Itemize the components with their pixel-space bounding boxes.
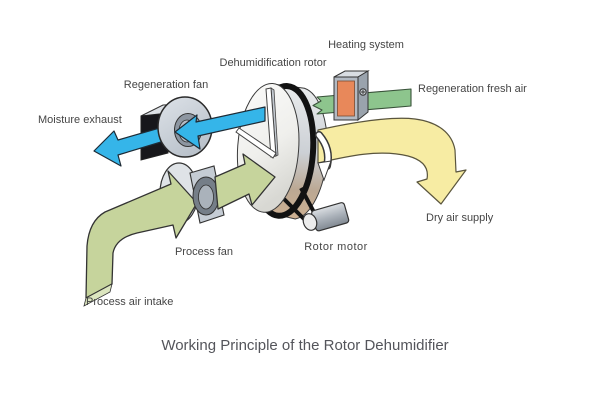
rotor-motor-body — [311, 202, 350, 232]
rotor-to-fan-exhaust-arrow — [174, 106, 266, 150]
diagram-title: Working Principle of the Rotor Dehumidif… — [161, 337, 448, 354]
label-process-air-intake: Process air intake — [86, 296, 173, 308]
moisture-exhaust-arrow — [93, 126, 164, 167]
process-air-to-rotor-arrow — [214, 153, 276, 210]
heating-system-box — [333, 70, 370, 122]
process-air-intake-cut-face — [83, 283, 113, 307]
heater-element — [337, 80, 355, 117]
rotor-motor-pulley — [302, 213, 318, 231]
dry-air-arrow — [317, 117, 467, 205]
label-regeneration-fresh-air: Regeneration fresh air — [418, 83, 527, 95]
rotor-duct-divider — [235, 87, 279, 159]
rotor-duct-divider-diagonal — [235, 127, 277, 159]
label-process-fan: Process fan — [175, 246, 233, 258]
process-fan-hub — [198, 184, 214, 210]
label-rotor-motor: Rotor motor — [304, 241, 368, 253]
process-air-intake-arrow — [85, 170, 198, 299]
label-moisture-exhaust: Moisture exhaust — [38, 114, 122, 126]
label-heating-system: Heating system — [328, 39, 404, 51]
heater-screw-icon — [359, 88, 367, 96]
label-regeneration-fan: Regeneration fan — [124, 79, 208, 91]
label-dehumidification-rotor: Dehumidification rotor — [220, 57, 327, 69]
regeneration-fan-assembly — [93, 96, 266, 167]
rotor-duct-divider-vertical — [265, 87, 277, 158]
label-dry-air-supply: Dry air supply — [426, 212, 494, 224]
rotor-rotation-arrow — [315, 131, 332, 182]
